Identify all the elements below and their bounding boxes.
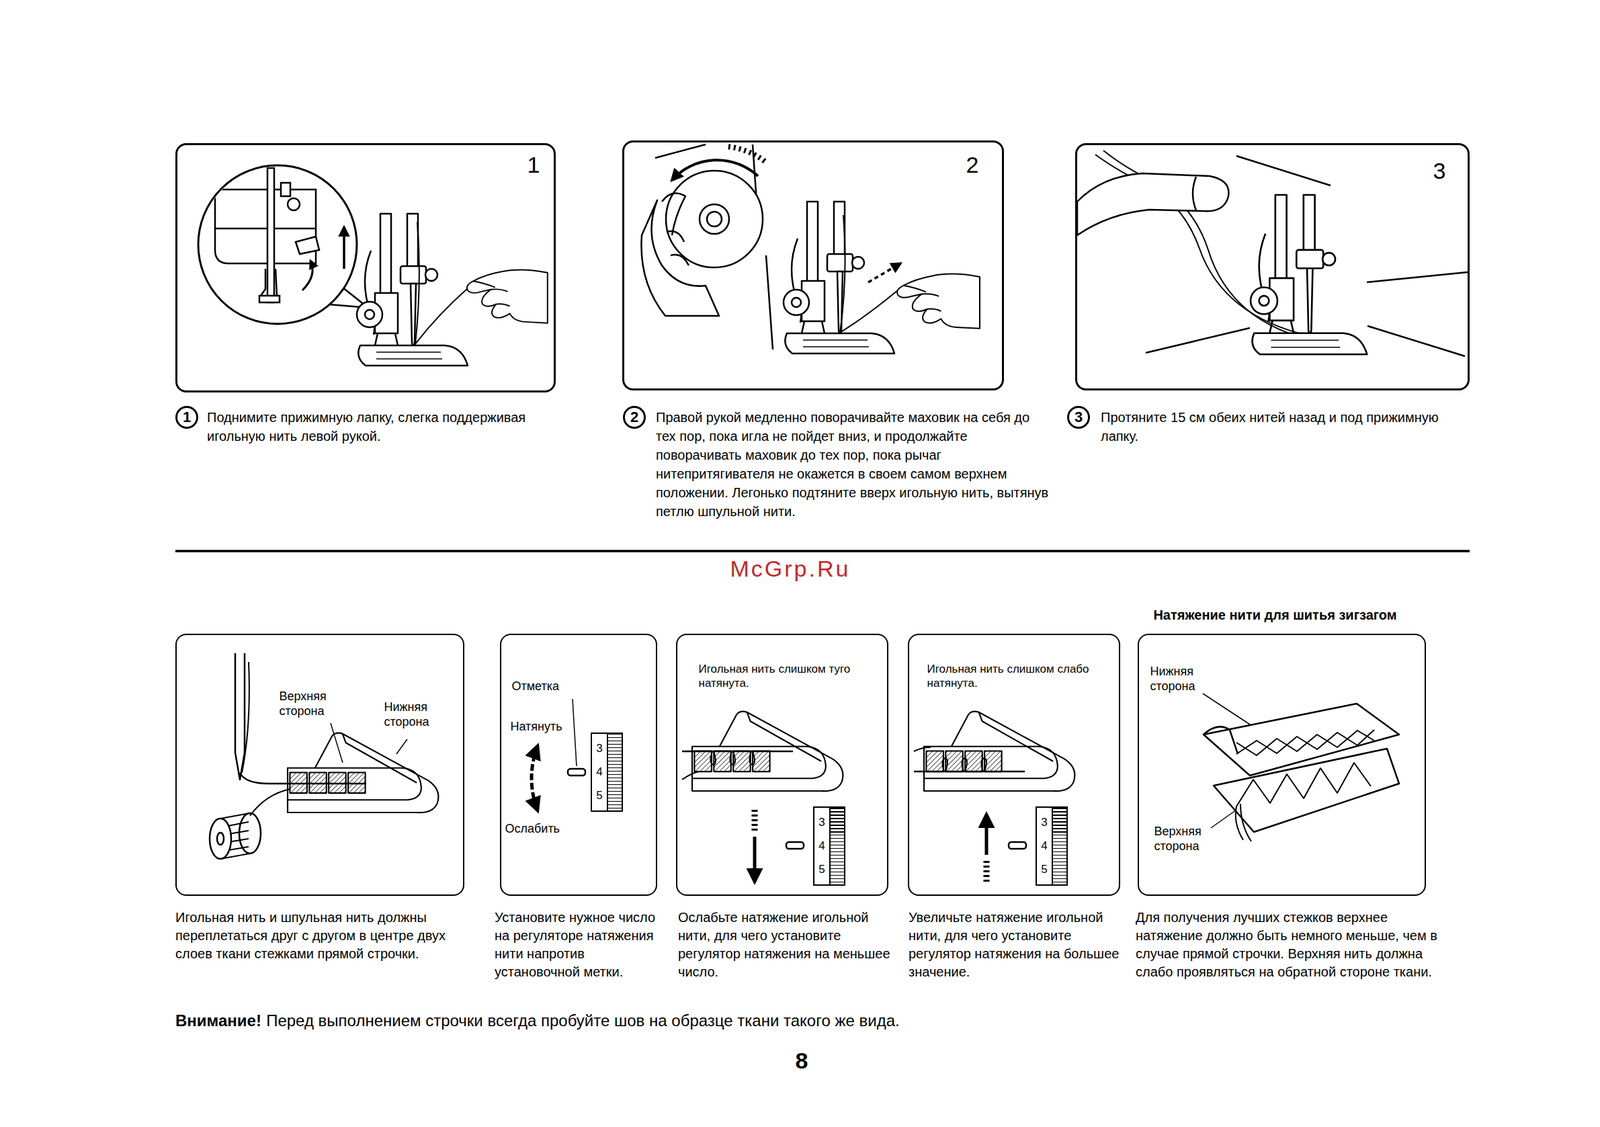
step-caption: Правой рукой медленно поворачивайте махо… [655,407,1049,521]
figure-panel: ОтметкаНатянутьОслабить 345 [499,633,658,896]
step-circle: 3 [1067,405,1090,429]
dial-number: 3 [592,736,608,761]
dial-number: 3 [814,810,830,834]
mark-label: Отметка [512,678,566,695]
dial-number: 5 [814,857,830,881]
circle-number: 3 [1069,407,1088,427]
circle-number: 2 [624,407,644,427]
figure-caption: Игольная нить и шпульная нить должны пер… [175,908,465,963]
section-heading: Натяжение нити для шитья зигзагом [1120,606,1430,624]
dial-number: 5 [592,783,608,808]
step-caption: Поднимите прижимную лапку, слегка поддер… [206,407,543,446]
step-panel: 3 [1075,143,1470,391]
dial-figure [531,698,586,811]
lift-arrow [302,260,313,291]
step-caption: Протяните 15 см обеих нитей назад и под … [1100,407,1467,446]
warning-note: Внимание!Перед выполнением строчки всегд… [175,1011,905,1031]
side-label: Верхняя сторона [1154,823,1219,855]
figure-caption: Увеличьте натяжение игольной нити, для ч… [908,908,1127,982]
figure-caption: Ослабьте натяжение игольной нити, для че… [678,908,897,982]
figure-panel: Натяжение нити для шитья зигзагомНижняя … [1137,633,1426,896]
hand [467,269,548,323]
figure-panel: Игольная нить слишком туго натянута. 345 [676,633,889,896]
dial-number: 3 [1036,810,1053,834]
inset-head [215,167,320,303]
warning-word: Внимание! [175,1011,262,1030]
divider-rule [175,549,1470,553]
figure-caption: Установите нужное число на регуляторе на… [494,908,671,982]
tension-dial: 345 [1035,806,1068,886]
presser-foot [356,213,468,366]
dial-number: 4 [592,760,608,784]
step-panel: 1 [175,143,556,393]
warning-text: Перед выполнением строчки всегда пробуйт… [266,1011,900,1030]
step-number: 2 [962,150,983,180]
page-number: 8 [781,1046,822,1075]
tension-dial: 345 [590,732,623,812]
side-label: Верхняя сторона [279,688,344,720]
up-arrow [342,227,346,269]
step2-figure [641,144,980,354]
step3-figure [1077,150,1468,357]
thread [415,221,468,345]
side-label: Нижняя сторона [1150,663,1215,695]
side-label: Нижняя сторона [384,699,449,730]
dial-number: 4 [1036,833,1053,858]
figure-panel: Игольная нить слишком слабо натянута. 345 [907,633,1121,896]
stitch-figure [209,653,439,859]
loosen-label: Ослабить [505,821,573,837]
inset-circle [198,165,357,324]
tension-dial: 345 [813,806,846,886]
dial-number: 4 [814,833,830,858]
step-circle: 2 [622,405,646,429]
dial-number: 5 [1036,857,1053,881]
figure-note: Игольная нить слишком слабо натянута. [927,661,1106,691]
figure-caption: Для получения лучших стежков верхнее нат… [1135,908,1442,982]
figure-panel: Верхняя сторона Нижняя сторона [175,633,465,896]
circle-number: 1 [177,407,197,427]
zigzag-figure [1202,693,1400,842]
watermark: McGrp.Ru [689,555,892,583]
figure-note: Игольная нить слишком туго натянута. [698,661,877,691]
inset-ground [198,165,357,324]
step-circle: 1 [175,405,199,429]
step-panel: 2 [622,140,1004,391]
tighten-label: Натянуть [510,719,568,735]
step1-figure [198,165,548,366]
step-number: 1 [523,150,544,180]
step-number: 3 [1429,156,1450,186]
